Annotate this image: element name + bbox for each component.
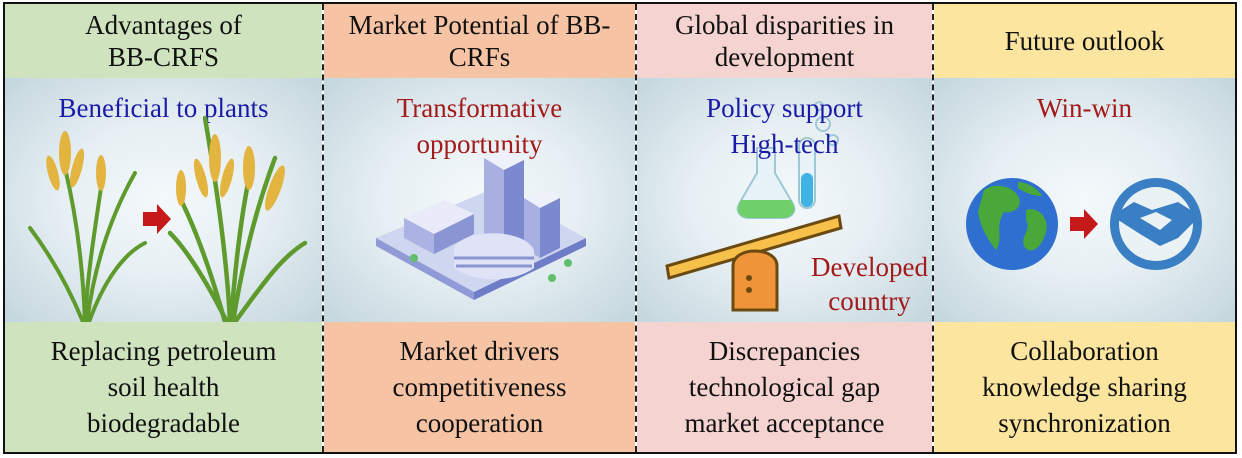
footer-line: Market drivers <box>399 336 560 366</box>
footer-line: biodegradable <box>87 408 240 438</box>
footer-line: technological gap <box>688 372 881 402</box>
header-line: CRFs <box>448 42 511 72</box>
middle-label: Win-win <box>1037 93 1132 123</box>
globe-handshake-illustration <box>966 178 1202 270</box>
arrow-right-icon <box>1070 209 1098 239</box>
header-line: Advantages of <box>85 10 242 40</box>
header-line: development <box>714 42 855 72</box>
footer-advantages: Replacing petroleum soil health biodegra… <box>5 322 322 452</box>
handshake-icon <box>1110 178 1202 270</box>
footer-line: Collaboration <box>1010 336 1159 366</box>
illustration-advantages: Beneficial to plants <box>5 78 322 322</box>
column-market-potential: Market Potential of BB- CRFs Transformat… <box>322 4 635 452</box>
footer-line: soil health <box>107 372 220 402</box>
developed-country-label: Developed country <box>811 250 928 318</box>
footer-line: synchronization <box>998 408 1171 438</box>
middle-label: Beneficial to plants <box>58 93 269 123</box>
header-global-disparities: Global disparities in development <box>637 4 932 78</box>
middle-label: High-tech <box>730 129 839 159</box>
column-future-outlook: Future outlook Win-win <box>932 4 1235 452</box>
middle-label: Transformative <box>396 93 563 123</box>
smart-city-icon <box>376 150 586 300</box>
footer-future-outlook: Collaboration knowledge sharing synchron… <box>934 322 1235 452</box>
middle-label: Policy support <box>706 93 863 123</box>
footer-market-potential: Market drivers competitiveness cooperati… <box>324 322 635 452</box>
dev-line: country <box>828 286 911 316</box>
wheat-plant-icon <box>28 115 308 322</box>
middle-label: opportunity <box>416 129 543 159</box>
diagram-frame: Advantages of BB-CRFS Beneficial to plan… <box>3 2 1237 454</box>
illustration-market-potential: Transformative opportunity <box>324 78 635 322</box>
header-line: BB-CRFS <box>107 42 220 72</box>
dev-line: Developed <box>811 252 928 282</box>
footer-line: competitiveness <box>392 372 567 402</box>
illustration-future-outlook: Win-win <box>934 78 1235 322</box>
header-line: Market Potential of BB- <box>348 10 611 40</box>
footer-global-disparities: Discrepancies technological gap market a… <box>637 322 932 452</box>
header-line: Global disparities in <box>675 10 894 40</box>
header-line: Future outlook <box>1004 26 1165 56</box>
footer-line: knowledge sharing <box>982 372 1187 402</box>
column-global-disparities: Global disparities in development <box>635 4 932 452</box>
illustration-global-disparities: Policy support High-tech Developed count… <box>637 78 932 322</box>
lab-flask-icon <box>665 101 843 312</box>
header-advantages: Advantages of BB-CRFS <box>5 4 322 78</box>
globe-icon <box>966 178 1058 270</box>
seesaw-icon <box>665 214 843 312</box>
arrow-right-icon <box>143 204 171 234</box>
column-advantages: Advantages of BB-CRFS Beneficial to plan… <box>5 4 322 452</box>
footer-line: Discrepancies <box>708 336 861 366</box>
footer-line: cooperation <box>415 408 544 438</box>
footer-line: Replacing petroleum <box>50 336 277 366</box>
header-future-outlook: Future outlook <box>934 4 1235 78</box>
footer-line: market acceptance <box>684 408 885 438</box>
header-market-potential: Market Potential of BB- CRFs <box>324 4 635 78</box>
